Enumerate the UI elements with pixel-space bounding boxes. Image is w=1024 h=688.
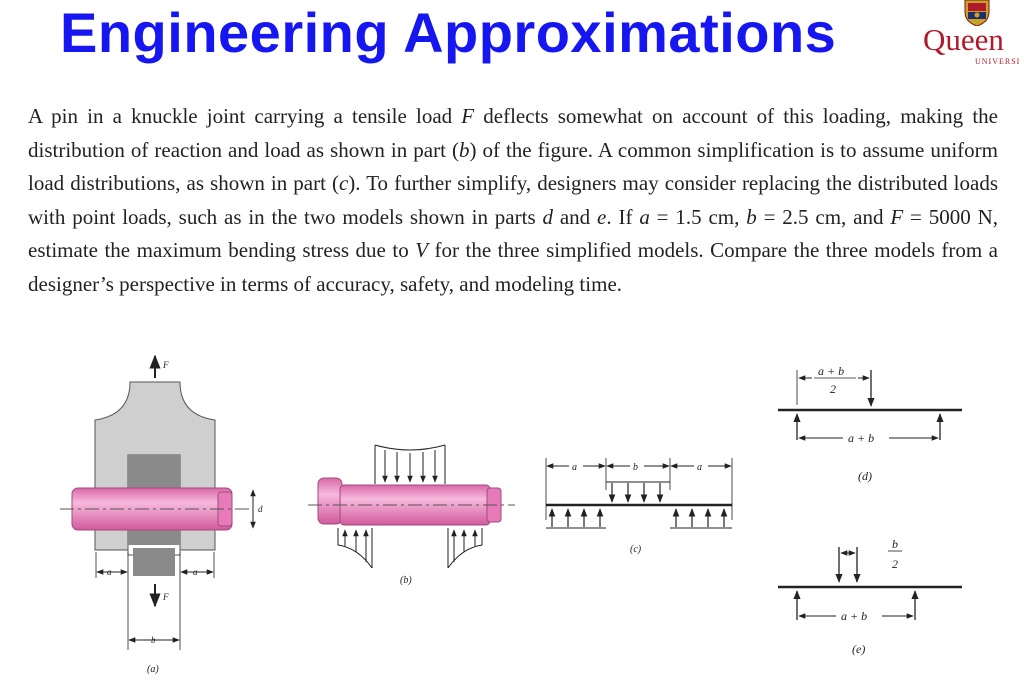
problem-text: A pin in a knuckle joint carrying a tens… [28, 104, 462, 128]
frac-denominator: 2 [892, 557, 898, 571]
slide-title: Engineering Approximations [60, 1, 837, 64]
frac-numerator: a + b [818, 364, 844, 378]
problem-text: and [552, 204, 598, 229]
problem-text: = 2.5 cm, and [756, 204, 891, 229]
part-c-label: (c) [630, 544, 642, 555]
frac-numerator: b [892, 537, 898, 551]
dim-b: b [151, 635, 156, 645]
knuckle-joint-figure: F d a a F b (a) [0, 340, 1024, 683]
part-d-label: (d) [858, 469, 872, 483]
var-F: F [461, 104, 475, 128]
logo-wordmark: Queen [923, 22, 1004, 57]
span-label: a + b [848, 431, 874, 445]
part-b-deflected-pin: (b) [308, 444, 515, 586]
part-c-uniform-loads: a b a (c) [545, 458, 733, 555]
dim-a-left: a [572, 462, 577, 473]
problem-text: ). To further simplify, designers may co… [28, 171, 998, 229]
part-a-label: (a) [147, 664, 159, 675]
problem-text: for the three simplified models. Compare… [28, 238, 999, 296]
crest-icon [964, 0, 990, 26]
problem-text: = 1.5 cm, [649, 204, 747, 229]
dim-a-left: a [107, 567, 112, 577]
problem-statement: A pin in a knuckle joint carrying a tens… [28, 100, 998, 302]
part-d-ref: d [542, 204, 553, 229]
force-label-top: F [162, 360, 169, 370]
var-a: a [639, 204, 650, 229]
part-e-point-loads: b 2 a + b (e) [778, 537, 962, 656]
var-b: b [746, 204, 757, 229]
logo-subtext: UNIVERSI [975, 57, 1021, 66]
part-d-point-loads: a + b 2 a + b (d) [778, 364, 962, 483]
dim-d: d [258, 504, 263, 514]
problem-text: . If [606, 204, 640, 229]
dim-a-right: a [193, 567, 198, 577]
problem-text: deflects somewhat on account of this loa… [28, 104, 998, 162]
dim-b: b [633, 462, 638, 473]
var-V: V [415, 238, 429, 263]
span-label: a + b [841, 609, 867, 623]
force-label-bottom: F [162, 592, 169, 602]
part-e-ref: e [597, 204, 607, 229]
part-b-ref: b [458, 137, 470, 162]
var-F: F [890, 204, 904, 229]
university-logo: Queen UNIVERSI [915, 0, 1024, 66]
problem-text: = 5000 N, estimate the maximum bending s… [28, 204, 998, 263]
part-c-ref: c [338, 171, 349, 196]
part-a-knuckle-joint: F d a a F b (a) [60, 354, 263, 675]
problem-text: ) of the figure. A common simplification… [28, 137, 998, 196]
part-b-label: (b) [400, 575, 412, 586]
part-e-label: (e) [852, 642, 865, 656]
dim-a-right: a [697, 462, 702, 473]
frac-denominator: 2 [830, 382, 836, 396]
